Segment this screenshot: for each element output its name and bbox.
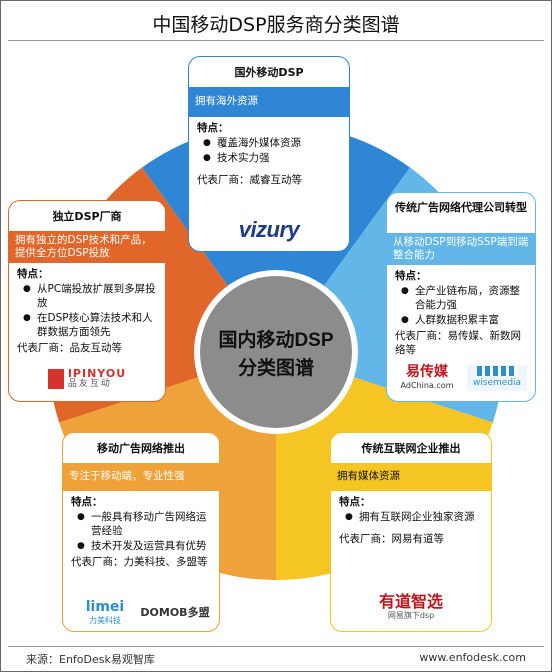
features-label: 特点：: [395, 270, 427, 282]
feature-item: 技术开发及运营具有优势: [75, 539, 211, 553]
card-band: 拥有独立的DSP技术和产品，提供全方位DSP投放: [9, 231, 165, 263]
features-list: 覆盖海外媒体资源 技术实力强: [197, 136, 341, 165]
features-list: 拥有互联网企业独家资源: [339, 510, 483, 524]
youdao-logo: 有道智选 网易旗下dsp: [378, 592, 443, 621]
vendors-text: 代表厂商：品友互动等: [17, 342, 122, 354]
feature-item: 人群数据积累丰富: [399, 313, 527, 327]
card-band: 拥有媒体资源: [331, 463, 491, 491]
vizury-logo: vizury: [238, 217, 300, 242]
card-band: 从移动DSP到移动SSP端到端整合能力: [387, 233, 535, 265]
source-url: www.enfodesk.com: [419, 651, 526, 664]
title-divider: [8, 40, 544, 41]
features-list: 一般具有移动广告网络运营经验 技术开发及运营具有优势: [71, 510, 211, 553]
page-title: 中国移动DSP服务商分类图谱: [152, 14, 400, 36]
card-title: 移动广告网络推出: [97, 442, 185, 455]
center-circle: [200, 276, 352, 428]
domob-logo: DOMOB多盟: [140, 606, 210, 619]
vendors-text: 代表厂商：网易有道等: [339, 533, 444, 545]
features-label: 特点：: [17, 268, 49, 280]
card-independent-dsp: 独立DSP厂商 拥有独立的DSP技术和产品，提供全方位DSP投放 特点： 从PC…: [8, 200, 166, 402]
card-title: 独立DSP厂商: [52, 210, 122, 223]
adchina-logo: 易传媒 AdChina.com: [400, 364, 454, 390]
card-overseas-dsp: 国外移动DSP 拥有海外资源 特点： 覆盖海外媒体资源 技术实力强 代表厂商：威…: [188, 56, 350, 252]
vendors-text: 代表厂商：力美科技、多盟等: [71, 556, 208, 568]
limei-logo: limei 力美科技: [85, 599, 125, 625]
features-label: 特点：: [71, 496, 103, 508]
features-label: 特点：: [197, 122, 229, 134]
feature-item: 在DSP核心算法技术和人群数据方面领先: [21, 311, 157, 339]
card-band: 拥有海外资源: [189, 87, 349, 117]
card-band: 专注于移动端，专业性强: [63, 463, 219, 491]
features-label: 特点：: [339, 496, 371, 508]
card-mobile-ad-network: 移动广告网络推出 专注于移动端，专业性强 特点： 一般具有移动广告网络运营经验 …: [62, 432, 220, 632]
features-list: 全产业链布局，资源整合能力强 人群数据积累丰富: [395, 284, 527, 327]
feature-item: 从PC端投放扩展到多屏投放: [21, 282, 157, 310]
feature-item: 覆盖海外媒体资源: [201, 136, 341, 150]
feature-item: 拥有互联网企业独家资源: [343, 510, 483, 524]
card-traditional-internet: 传统互联网企业推出 拥有媒体资源 特点： 拥有互联网企业独家资源 代表厂商：网易…: [330, 432, 492, 632]
card-title: 国外移动DSP: [234, 66, 304, 79]
card-traditional-ad-network: 传统广告网络代理公司转型 从移动DSP到移动SSP端到端整合能力 特点： 全产业…: [386, 192, 536, 402]
card-title: 传统互联网企业推出: [361, 442, 461, 455]
card-title: 传统广告网络代理公司转型: [395, 201, 527, 214]
center-label-line1: 国内移动DSP: [218, 328, 333, 351]
source-text: 来源：EnfoDesk易观智库: [26, 653, 155, 666]
feature-item: 技术实力强: [201, 151, 341, 165]
vendors-text: 代表厂商：威睿互动等: [197, 174, 302, 186]
ipinyou-logo: IPINYOU 品友互动: [35, 365, 139, 393]
feature-item: 一般具有移动广告网络运营经验: [75, 510, 211, 538]
wisemedia-logo: wisemedia: [467, 365, 527, 391]
footer: 来源：EnfoDesk易观智库 www.enfodesk.com: [0, 648, 552, 668]
footer-divider: [8, 646, 544, 647]
vendors-text: 代表厂商：易传媒、新数网络等: [395, 330, 521, 356]
feature-item: 全产业链布局，资源整合能力强: [399, 284, 527, 312]
center-label-line2: 分类图谱: [238, 356, 314, 379]
features-list: 从PC端投放扩展到多屏投放 在DSP核心算法技术和人群数据方面领先: [17, 282, 157, 339]
